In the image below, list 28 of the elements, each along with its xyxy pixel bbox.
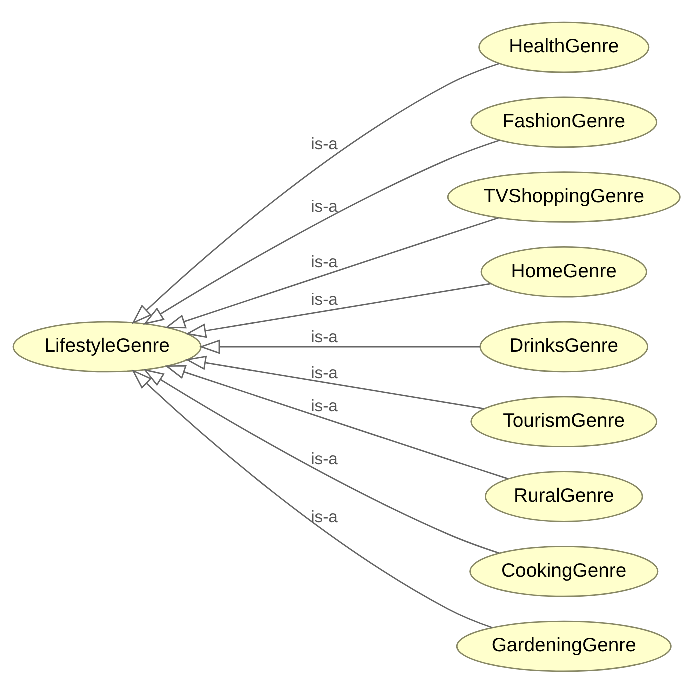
arrow — [186, 282, 491, 338]
node-ellipse: GardeningGenre — [456, 620, 672, 672]
node-ellipse: CookingGenre — [470, 545, 659, 597]
edge-label: is-a — [311, 362, 338, 382]
edge-label: is-a — [311, 134, 338, 154]
node-ellipse: LifestyleGenre — [12, 320, 202, 372]
node-ellipse: HealthGenre — [478, 21, 650, 73]
arrow — [164, 216, 500, 328]
arrow — [132, 62, 500, 324]
node-ellipse: FashionGenre — [470, 96, 658, 148]
node-ellipse: TourismGenre — [470, 396, 658, 448]
node-ellipse: HomeGenre — [480, 246, 648, 298]
arrow — [185, 355, 484, 410]
edge-label: is-a — [311, 448, 338, 468]
edge-label: is-a — [311, 396, 338, 416]
edge-label: is-a — [311, 252, 338, 271]
arrow — [164, 364, 509, 480]
edge-label: is-a — [311, 326, 338, 346]
edge-label: is-a — [311, 289, 338, 308]
arrow — [199, 339, 480, 354]
arrow — [132, 369, 493, 628]
node-ellipse: RuralGenre — [484, 470, 644, 522]
edge-label: is-a — [311, 196, 338, 216]
arrow — [143, 139, 500, 324]
edge-label: is-a — [311, 507, 338, 526]
node-ellipse: DrinksGenre — [480, 320, 649, 372]
arrow — [143, 368, 500, 554]
node-ellipse: TVShoppingGenre — [447, 171, 681, 222]
